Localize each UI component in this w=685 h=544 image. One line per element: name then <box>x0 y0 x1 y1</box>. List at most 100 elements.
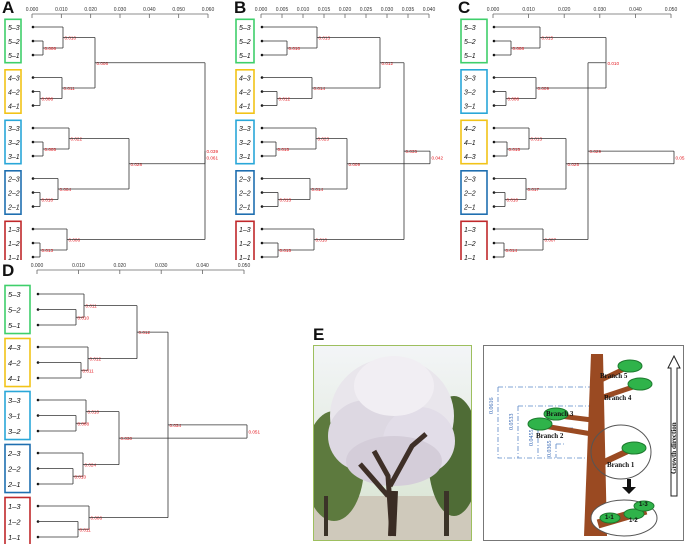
leaf-label: 5–1 <box>8 321 21 330</box>
node-distance-label: 0.011 <box>83 368 95 373</box>
panel-letter-a: A <box>2 0 15 17</box>
leaf-label: 3–3 <box>8 126 20 133</box>
leaf-label: 5–2 <box>239 39 251 46</box>
axis-tick-label: 0.050 <box>665 7 678 13</box>
leaf-label: 2–1 <box>7 480 21 489</box>
branch-label-3: Branch 3 <box>546 410 574 418</box>
group-box <box>235 69 255 115</box>
leaf-label: 5–1 <box>464 53 476 60</box>
leaf-label: 2–2 <box>463 191 476 198</box>
group-box <box>4 496 31 544</box>
node-distance-label: 0.013 <box>280 198 292 203</box>
group-box <box>460 69 488 115</box>
leaf-label: 1–1 <box>8 255 20 260</box>
leaf-label: 5–2 <box>464 39 476 46</box>
leaf-label: 4–1 <box>8 104 20 111</box>
leaf-label: 3–2 <box>239 140 251 147</box>
node-distance-label: 0.022 <box>71 137 83 142</box>
group-box <box>460 119 488 165</box>
axis-tick-label: 0.060 <box>202 7 215 13</box>
axis-tick-label: 0.010 <box>297 7 310 13</box>
leaf-label: 1–2 <box>8 241 20 248</box>
leaf-label: 4–3 <box>464 154 476 161</box>
axis-tick-label: 0.000 <box>31 263 44 269</box>
node-distance-label: 0.017 <box>528 187 540 192</box>
node-distance-label: 0.051 <box>676 155 685 160</box>
leaf-label: 4–2 <box>8 90 20 97</box>
leaf-label: 1–2 <box>464 241 476 248</box>
leaf-label: 3–2 <box>8 427 21 436</box>
group-box <box>235 119 255 165</box>
axis-tick-label: 0.010 <box>72 263 85 269</box>
growth-direction-label: Growth direction <box>670 422 678 474</box>
axis-tick-label: 0.000 <box>487 7 500 13</box>
node-distance-label: 0.010 <box>289 46 301 51</box>
node-distance-label: 0.008 <box>513 46 525 51</box>
node-distance-label: 0.011 <box>80 527 92 532</box>
leaf-label: 4–1 <box>8 374 21 383</box>
axis-tick-label: 0.020 <box>114 263 127 269</box>
leaf-label: 1–3 <box>8 502 21 511</box>
leaf-label: 1–1 <box>239 255 251 260</box>
panel-letter-d: D <box>2 261 15 280</box>
leaf-label: 1–3 <box>8 227 20 234</box>
leaf-label: 5–1 <box>239 53 251 60</box>
group-box <box>4 390 31 441</box>
node-distance-label: 0.006 <box>42 97 54 102</box>
leaf-label: 3–3 <box>239 126 251 133</box>
axis-tick-label: 0.030 <box>114 7 127 13</box>
distance-label-0616: 0.0616 <box>489 397 495 415</box>
leaf-label: 5–2 <box>8 306 21 315</box>
axis-tick-label: 0.005 <box>276 7 289 13</box>
group-box <box>4 284 31 335</box>
node-distance-label: 0.015 <box>542 36 554 41</box>
leaf-label: 4–1 <box>239 104 251 111</box>
leaf-label: 3–3 <box>464 76 476 83</box>
leaf-label: 3–1 <box>8 412 21 421</box>
panel-letter-e: E <box>313 325 325 344</box>
leaf-label: 2–3 <box>7 449 21 458</box>
node-distance-label: 0.015 <box>278 147 290 152</box>
leaf-label: 1–1 <box>8 533 21 542</box>
node-distance-label: 0.006 <box>508 97 520 102</box>
group-box <box>235 18 255 64</box>
axis-tick-label: 0.020 <box>558 7 571 13</box>
distance-label-0455: 0.0455 <box>529 429 535 447</box>
node-distance-label: 0.005 <box>45 147 57 152</box>
leaf-label: 4–1 <box>464 140 476 147</box>
axis-tick-label: 0.040 <box>629 7 642 13</box>
node-distance-label: 0.010 <box>65 36 77 41</box>
group-box <box>4 220 22 260</box>
leaf-label: 3–2 <box>8 140 20 147</box>
leaf-label: 5–2 <box>8 39 20 46</box>
node-distance-label: 0.051 <box>249 430 261 435</box>
distance-label-0365: 0.0365 <box>547 440 553 458</box>
leaf-label: 5–3 <box>464 25 476 32</box>
axis-tick-label: 0.030 <box>155 263 168 269</box>
node-distance-label: 0.010 <box>78 315 90 320</box>
node-distance-label: 0.011 <box>64 86 76 91</box>
leaf-label: 4–3 <box>239 76 251 83</box>
axis-tick-label: 0.000 <box>26 7 39 13</box>
node-distance-label: 0.014 <box>314 86 326 91</box>
leaf-label: 1–1 <box>464 255 476 260</box>
leaf-label: 1–2 <box>239 241 251 248</box>
node-distance-label: 0.010 <box>608 61 620 66</box>
node-distance-label: 0.006 <box>69 238 81 243</box>
axis-tick-label: 0.040 <box>423 7 436 13</box>
branch-label-5: Branch 5 <box>600 372 628 380</box>
panel-letter-b: B <box>234 0 247 17</box>
node-distance-label: 0.010 <box>88 410 100 415</box>
axis-tick-label: 0.040 <box>143 7 156 13</box>
leaf-label: 4–2 <box>239 90 251 97</box>
node-distance-label: 0.010 <box>507 198 519 203</box>
node-distance-label: 0.013 <box>319 36 331 41</box>
node-distance-label: 0.012 <box>279 97 291 102</box>
leaf-label: 2–2 <box>7 191 20 198</box>
node-distance-label: 0.014 <box>506 248 518 253</box>
node-distance-label: 0.006 <box>45 46 57 51</box>
panel-letter-c: C <box>458 0 471 17</box>
node-distance-label: 0.015 <box>280 248 292 253</box>
